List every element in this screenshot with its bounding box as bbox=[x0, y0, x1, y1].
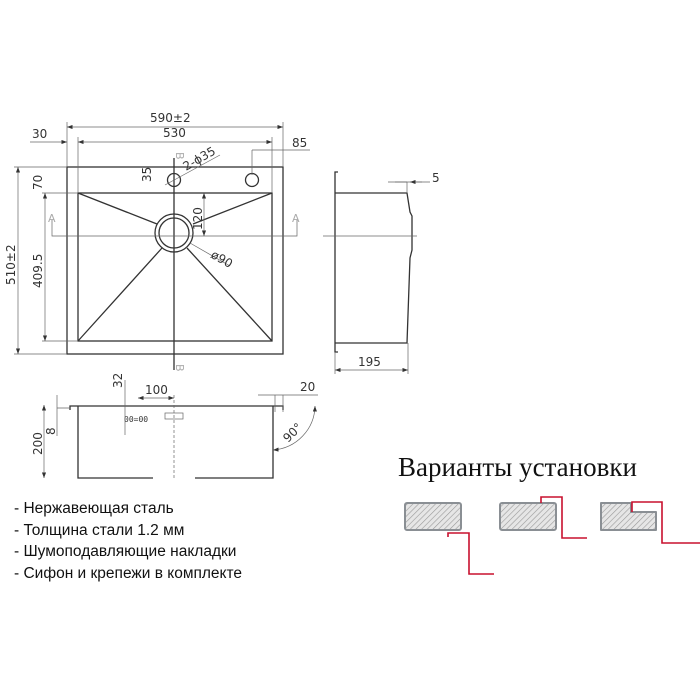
dim-overflow-spacing: 100 bbox=[145, 383, 168, 397]
bowl-slope-lines bbox=[77, 192, 273, 342]
dim-side-depth: 195 bbox=[358, 355, 381, 369]
tap-hole-right bbox=[244, 172, 260, 188]
section-a-right: A bbox=[292, 212, 300, 225]
installation-title: Варианты установки bbox=[398, 452, 637, 482]
dim-taper: 5 bbox=[432, 171, 440, 185]
feature-item: - Нержавеющая сталь bbox=[14, 500, 174, 517]
dim-drain-offset: 120 bbox=[191, 207, 205, 230]
dim-overflow-offset: 32 bbox=[111, 373, 125, 388]
variant-undermount bbox=[404, 502, 494, 575]
dim-angle: 90° bbox=[280, 420, 305, 445]
dim-overall-depth: 510±2 bbox=[4, 244, 18, 285]
installation-variants bbox=[404, 496, 700, 575]
sink-outline bbox=[66, 166, 284, 355]
overflow-icon: 00=00 bbox=[124, 415, 148, 424]
bowl-outline bbox=[77, 192, 273, 342]
section-b-top: B bbox=[173, 152, 186, 160]
dim-overall-width: 590±2 bbox=[150, 111, 191, 125]
dim-tap-offset: 85 bbox=[292, 136, 307, 150]
top-view: A A B B 590±2 530 30 85 510±2 409.5 70 1… bbox=[4, 111, 310, 372]
dim-height: 200 bbox=[31, 432, 45, 455]
section-b-bottom: B bbox=[173, 364, 186, 372]
section-a-left: A bbox=[48, 212, 56, 225]
front-section: 00=00 200 8 32 100 20 90° bbox=[31, 373, 318, 479]
dim-tap-holes: 2-ϕ35 bbox=[181, 144, 218, 174]
dim-bowl-depth: 409.5 bbox=[31, 254, 45, 288]
dim-flange: 8 bbox=[44, 427, 58, 435]
dim-side-margin: 30 bbox=[32, 127, 47, 141]
features-list: - Нержавеющая сталь - Толщина стали 1.2 … bbox=[14, 498, 242, 584]
dim-bowl-width: 530 bbox=[163, 126, 186, 140]
dim-tap-hole-offset: 35 bbox=[140, 167, 154, 182]
side-view: 5 195 bbox=[323, 171, 440, 374]
feature-item: - Сифон и крепежи в комплекте bbox=[14, 564, 243, 582]
feature-item: - Толщина стали 1.2 мм bbox=[14, 521, 185, 539]
dim-drain-diameter: ø90 bbox=[209, 247, 236, 270]
feature-item: - Шумоподавляющие накладки bbox=[14, 543, 237, 560]
variant-overmount bbox=[499, 496, 587, 539]
dim-flange-width: 20 bbox=[300, 380, 315, 394]
variant-flush bbox=[600, 501, 700, 544]
dim-top-margin: 70 bbox=[31, 175, 45, 190]
section-line-a bbox=[51, 220, 298, 237]
logo-plate-icon bbox=[164, 412, 184, 420]
